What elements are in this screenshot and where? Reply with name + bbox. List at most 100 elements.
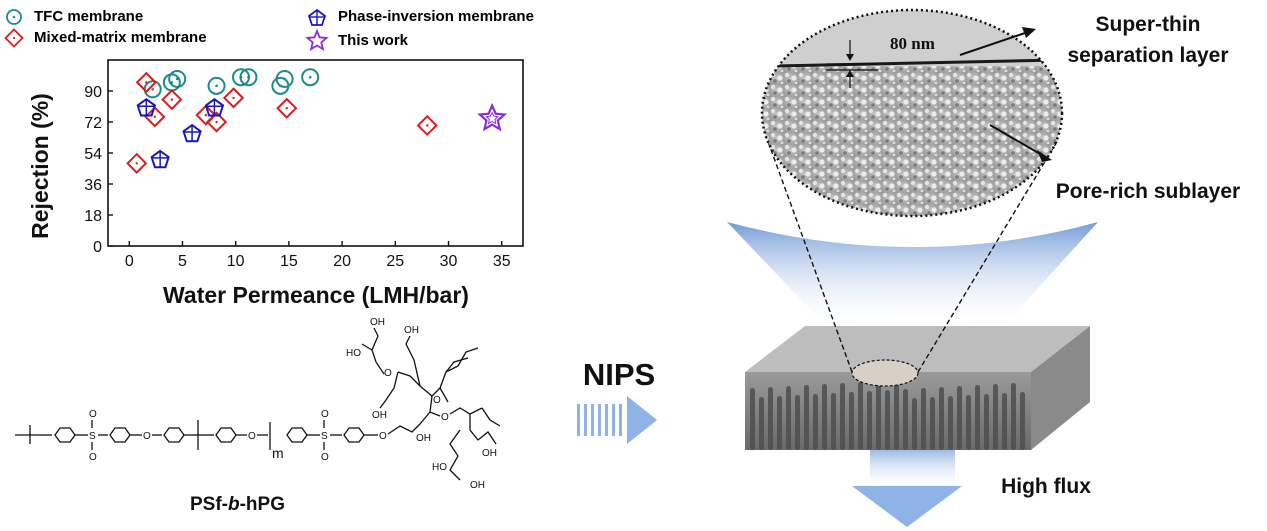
data-point xyxy=(205,111,228,133)
svg-text:O: O xyxy=(441,412,449,423)
finger-pore xyxy=(885,390,890,450)
finger-pore xyxy=(831,393,836,450)
svg-text:OH: OH xyxy=(482,448,497,459)
data-point xyxy=(182,123,202,143)
magnified-spot xyxy=(851,359,919,387)
finger-pore xyxy=(795,395,800,450)
svg-text:O: O xyxy=(433,395,441,406)
finger-pore xyxy=(1011,383,1016,450)
process-label: NIPS xyxy=(583,357,655,392)
high-flux-glow xyxy=(870,450,955,490)
svg-text:O: O xyxy=(89,409,97,420)
svg-text:OH: OH xyxy=(416,433,431,444)
polymer-name-post: -hPG xyxy=(240,494,285,515)
data-point xyxy=(207,76,226,95)
x-tick-label: 10 xyxy=(227,253,245,270)
process-arrow xyxy=(577,396,657,444)
polymer-name-pre: PSf- xyxy=(190,494,228,515)
svg-text:O: O xyxy=(143,431,151,442)
x-tick-label: 25 xyxy=(386,253,404,270)
data-point xyxy=(161,89,183,111)
annotation-arrows xyxy=(959,27,1052,162)
x-tick-label: 0 xyxy=(125,253,134,270)
zoom-line-left xyxy=(765,135,853,373)
data-point xyxy=(135,71,157,93)
svg-text:O: O xyxy=(379,431,387,442)
finger-pore xyxy=(1020,392,1025,450)
membrane-block xyxy=(745,326,1090,450)
x-tick-label: 35 xyxy=(493,253,511,270)
finger-pore xyxy=(822,384,827,450)
svg-text:OH: OH xyxy=(372,410,387,421)
finger-pore xyxy=(867,391,872,450)
finger-pore xyxy=(1002,393,1007,450)
svg-text:S: S xyxy=(321,431,328,442)
high-flux-arrow xyxy=(852,486,962,527)
data-point xyxy=(222,87,245,109)
svg-text:OH: OH xyxy=(404,325,419,336)
legend: TFC membrane Mixed-matrix membrane Phase… xyxy=(4,8,534,51)
finger-pore xyxy=(903,389,908,450)
data-point xyxy=(276,97,298,119)
svg-text:O: O xyxy=(248,431,256,442)
svg-text:OH: OH xyxy=(370,317,385,328)
svg-text:O: O xyxy=(89,452,97,463)
finger-pore xyxy=(849,392,854,450)
finger-pores xyxy=(750,380,1025,450)
repeat-unit-label: m xyxy=(272,445,284,461)
svg-text:HO: HO xyxy=(346,348,361,359)
data-point xyxy=(416,114,438,137)
finger-pore xyxy=(948,396,953,450)
finger-pore xyxy=(786,386,791,450)
finger-pore xyxy=(957,386,962,450)
data-point xyxy=(168,69,187,88)
data-point xyxy=(143,80,162,99)
y-tick-label: 0 xyxy=(93,239,102,256)
finger-pore xyxy=(975,385,980,450)
polymer-structure: S O O O O m S O O O OH O OH xyxy=(15,317,501,491)
svg-text:O: O xyxy=(384,368,392,379)
sem-magnified-view: 80 nm xyxy=(760,8,1064,218)
finger-pore xyxy=(930,397,935,450)
data-point xyxy=(150,149,170,169)
high-flux-label: High flux xyxy=(1001,475,1091,498)
legend-label-mixed-matrix: Mixed-matrix membrane xyxy=(34,29,207,46)
sublayer-label: Pore-rich sublayer xyxy=(1056,180,1240,203)
data-point xyxy=(144,106,166,128)
data-point xyxy=(136,97,157,117)
finger-pore xyxy=(894,380,899,450)
finger-pore xyxy=(876,381,881,450)
svg-text:S: S xyxy=(89,431,96,442)
svg-text:O: O xyxy=(321,452,329,463)
finger-pore xyxy=(777,396,782,450)
finger-pore xyxy=(993,384,998,450)
finger-pore xyxy=(768,387,773,450)
finger-pore xyxy=(921,388,926,450)
legend-item-this-work: This work xyxy=(305,28,409,51)
legend-label-this-work: This work xyxy=(338,32,409,49)
finger-pore xyxy=(759,397,764,450)
finger-pore xyxy=(858,382,863,450)
svg-text:OH: OH xyxy=(470,480,485,491)
finger-pore xyxy=(912,398,917,450)
y-tick-label: 90 xyxy=(84,84,102,101)
finger-pore xyxy=(939,387,944,450)
x-tick-label: 15 xyxy=(280,253,298,270)
data-point xyxy=(239,68,258,87)
finger-pore xyxy=(840,383,845,450)
data-point xyxy=(162,73,181,92)
plot-marks xyxy=(126,68,508,174)
x-tick-label: 20 xyxy=(333,253,351,270)
data-point xyxy=(477,102,508,132)
plot-frame xyxy=(107,59,524,247)
polymer-name: PSf-b-hPG xyxy=(190,494,285,515)
data-point xyxy=(301,68,320,87)
legend-label-phase-inversion: Phase-inversion membrane xyxy=(338,8,534,25)
x-tick-label: 5 xyxy=(178,253,187,270)
legend-item-phase-inversion: Phase-inversion membrane xyxy=(307,8,534,26)
thickness-label: 80 nm xyxy=(890,34,935,53)
finger-pore xyxy=(966,395,971,450)
